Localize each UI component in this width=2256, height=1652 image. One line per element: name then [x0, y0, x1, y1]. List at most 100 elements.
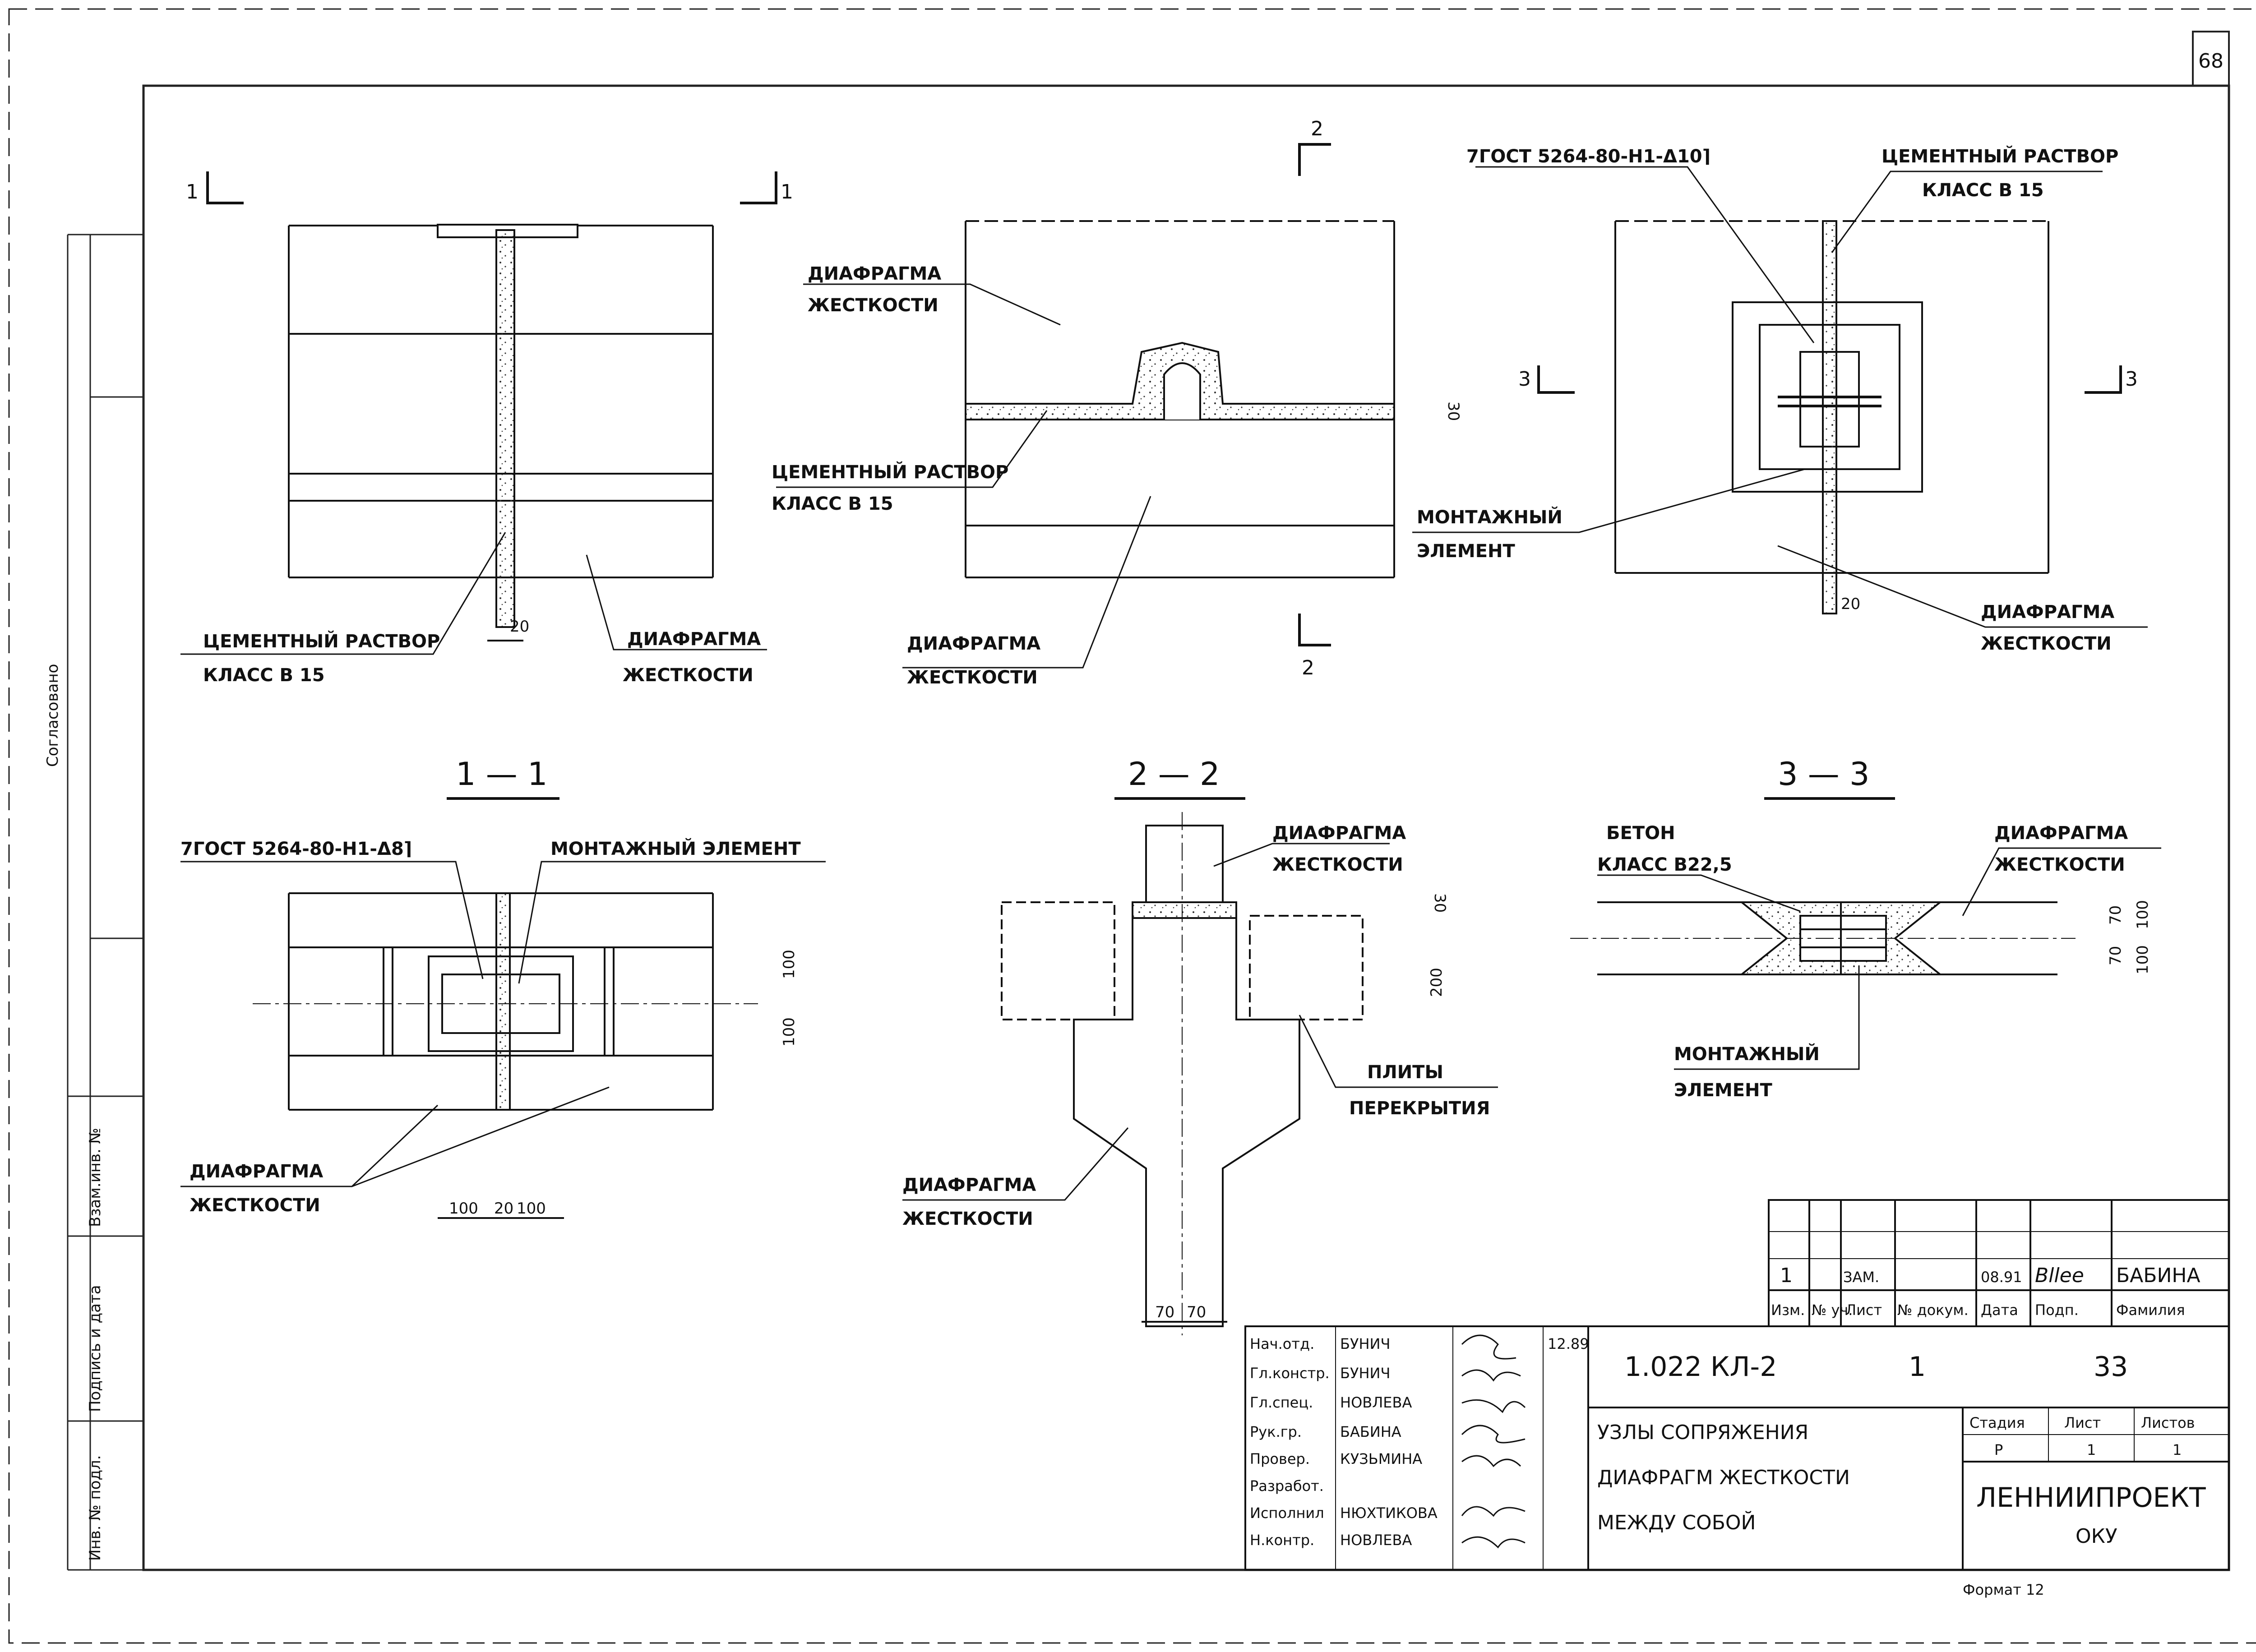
dim-20-a: 20 — [510, 618, 529, 636]
sign-date-label: Подпись и дата — [86, 1285, 104, 1412]
mounting-label-2b: ЭЛЕМЕНТ — [1674, 1080, 1773, 1101]
mounting-label-full: МОНТАЖНЫЙ ЭЛЕМЕНТ — [550, 838, 801, 859]
diaphragm-label-6a: ДИАФРАГМА — [1272, 823, 1406, 844]
dim-70-b: 70 — [1187, 1303, 1206, 1321]
dim-200: 200 — [1428, 968, 1446, 997]
slab-label-a: ПЛИТЫ — [1367, 1062, 1443, 1083]
dim-100-f: 100 — [2134, 945, 2152, 974]
rev-type: ЗАМ. — [1843, 1269, 1879, 1286]
sheet-value: 1 — [2087, 1441, 2096, 1458]
doc-title-2: ДИАФРАГМ ЖЕСТКОСТИ — [1597, 1466, 1850, 1489]
dim-20-c: 20 — [494, 1200, 513, 1218]
section-mark-2-bottom: 2 — [1302, 656, 1314, 679]
hdr-surname: Фамилия — [2116, 1301, 2185, 1319]
approved-label: Согласовано — [44, 664, 62, 767]
doc-issue: 1 — [1909, 1351, 1926, 1383]
dim-100-e: 100 — [2134, 900, 2152, 929]
diaphragm-label-7b: ЖЕСТКОСТИ — [902, 1209, 1033, 1229]
concrete-label-a: БЕТОН — [1606, 823, 1675, 844]
diaphragm-label-7a: ДИАФРАГМА — [902, 1175, 1036, 1195]
section-title-1-1: 1 — 1 — [456, 756, 548, 793]
weld-label-10: 7ГОСТ 5264-80-Н1-Δ10⌉ — [1466, 146, 1710, 167]
diaphragm-label-8b: ЖЕСТКОСТИ — [1994, 854, 2125, 875]
diaphragm-label-8a: ДИАФРАГМА — [1994, 823, 2128, 844]
stage-value: Р — [1994, 1441, 2003, 1458]
doc-title-1: УЗЛЫ СОПРЯЖЕНИЯ — [1597, 1421, 1808, 1444]
section-mark-2-top: 2 — [1311, 117, 1323, 140]
staff-name: БАБИНА — [1340, 1423, 1401, 1440]
staff-name: НОВЛЕВА — [1340, 1394, 1412, 1411]
doc-page: 33 — [2094, 1351, 2128, 1383]
mounting-label-1b: ЭЛЕМЕНТ — [1417, 541, 1516, 562]
staff-role: Исполнил — [1250, 1504, 1324, 1522]
diaphragm-label-5b: ЖЕСТКОСТИ — [190, 1195, 320, 1216]
hdr-no: № уч. — [1812, 1301, 1853, 1319]
diaphragm-label-3b: ЖЕСТКОСТИ — [907, 667, 1038, 688]
concrete-label-b: КЛАСС В22,5 — [1597, 854, 1732, 875]
diaphragm-label-1b: ЖЕСТКОСТИ — [623, 665, 754, 686]
org-name: ЛЕННИИПРОЕКТ — [1976, 1482, 2206, 1514]
diaphragm-label-2a: ДИАФРАГМА — [808, 263, 941, 284]
section-mark-3-left: 3 — [1518, 368, 1531, 391]
staff-role: Н.контр. — [1250, 1532, 1314, 1549]
detail-plan-1 — [288, 224, 714, 641]
dim-30-b: 30 — [1431, 893, 1449, 913]
replaces-inv-label: Взам.инв. № — [86, 1128, 104, 1227]
staff-name: БУНИЧ — [1340, 1365, 1390, 1382]
staff-role: Гл.спец. — [1250, 1394, 1313, 1411]
signatures — [1461, 1334, 1526, 1549]
weld-label-8: 7ГОСТ 5264-80-Н1-Δ8⌉ — [180, 839, 412, 859]
diaphragm-label-4b: ЖЕСТКОСТИ — [1981, 633, 2112, 654]
stage-header: Стадия — [1969, 1414, 2025, 1431]
mortar-label-1b: КЛАСС В 15 — [203, 665, 325, 686]
format-label: Формат 12 — [1963, 1581, 2044, 1598]
dim-70-c: 70 — [2107, 905, 2125, 925]
org-dept: ОКУ — [2076, 1525, 2117, 1548]
sheet-number: 68 — [2198, 50, 2224, 73]
staff-role: Разработ. — [1250, 1477, 1324, 1495]
staff-name: КУЗЬМИНА — [1340, 1450, 1422, 1467]
section-mark-1 — [206, 171, 777, 204]
section-1-1-drawing — [253, 892, 758, 1219]
staff-role: Рук.гр. — [1250, 1423, 1302, 1440]
doc-code: 1.022 КЛ-2 — [1624, 1351, 1777, 1383]
diaphragm-label-6b: ЖЕСТКОСТИ — [1272, 854, 1403, 875]
rev-name: БАБИНА — [2116, 1264, 2201, 1287]
section-title-3-3: 3 — 3 — [1778, 756, 1870, 793]
hdr-izm: Изм. — [1771, 1301, 1805, 1319]
dim-100-a: 100 — [780, 950, 798, 979]
slab-label-b: ПЕРЕКРЫТИЯ — [1349, 1098, 1490, 1119]
dim-100-b: 100 — [780, 1017, 798, 1047]
dim-70-a: 70 — [1155, 1303, 1174, 1321]
section-mark-1-right: 1 — [781, 180, 793, 203]
staff-role: Провер. — [1250, 1450, 1310, 1467]
hdr-sheet: Лист — [1845, 1301, 1882, 1319]
mortar-label-1a: ЦЕМЕНТНЫЙ РАСТВОР — [203, 630, 440, 652]
dim-20-b: 20 — [1841, 595, 1860, 613]
detail-elevation-2 — [965, 220, 1395, 578]
mortar-label-3a: ЦЕМЕНТНЫЙ РАСТВОР — [1882, 145, 2118, 167]
section-mark-3 — [1537, 365, 2122, 394]
staff-name: НЮХТИКОВА — [1340, 1504, 1438, 1522]
diaphragm-label-3a: ДИАФРАГМА — [907, 633, 1040, 654]
section-mark-1-left: 1 — [186, 180, 199, 203]
mounting-label-1a: МОНТАЖНЫЙ — [1417, 506, 1563, 528]
section-mark-2 — [1298, 143, 1331, 646]
sheets-header: Листов — [2141, 1414, 2195, 1431]
section-3-3-drawing — [1570, 901, 2076, 975]
sheets-value: 1 — [2173, 1441, 2182, 1458]
staff-role: Гл.констр. — [1250, 1365, 1330, 1382]
tb-date: 12.89 — [1548, 1335, 1589, 1352]
rev-num: 1 — [1780, 1264, 1793, 1287]
dim-100-c: 100 — [449, 1200, 478, 1218]
section-mark-3-right: 3 — [2125, 368, 2138, 391]
side-strip — [67, 234, 143, 1571]
doc-title-3: МЕЖДУ СОБОЙ — [1597, 1510, 1756, 1534]
detail-plan-3 — [1614, 220, 2049, 614]
mortar-label-2b: КЛАСС В 15 — [772, 494, 893, 514]
staff-name: БУНИЧ — [1340, 1335, 1390, 1352]
title-block-grid — [1244, 1199, 2230, 1571]
diaphragm-label-5a: ДИАФРАГМА — [190, 1161, 323, 1182]
section-2-2-drawing — [1001, 812, 1364, 1335]
section-title-2-2: 2 — 2 — [1128, 756, 1220, 793]
